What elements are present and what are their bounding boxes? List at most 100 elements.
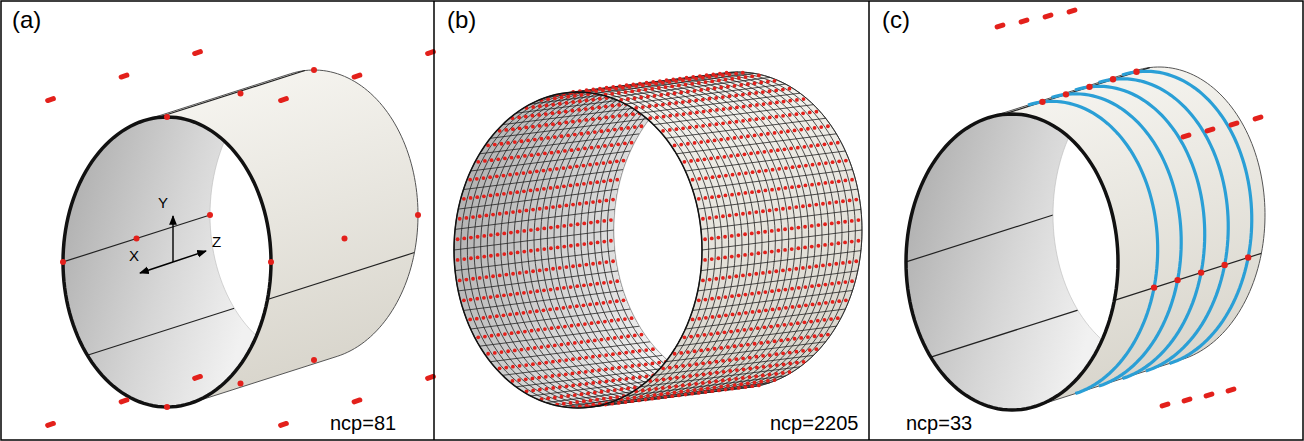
control-point — [795, 112, 799, 116]
control-point — [556, 225, 560, 229]
control-point — [560, 96, 564, 100]
control-point — [604, 260, 608, 264]
control-point — [582, 303, 586, 307]
control-point — [728, 94, 732, 98]
control-point — [531, 105, 535, 109]
control-point — [48, 99, 54, 101]
control-point — [618, 114, 622, 118]
control-point — [777, 187, 781, 191]
control-point — [1021, 20, 1027, 22]
control-point — [810, 284, 814, 288]
control-point — [469, 256, 473, 260]
control-point — [813, 126, 817, 130]
control-point — [776, 148, 780, 152]
control-point — [522, 250, 526, 254]
control-point — [342, 236, 348, 242]
control-point — [598, 97, 602, 101]
control-point — [513, 349, 517, 353]
control-point — [710, 389, 714, 393]
control-point — [754, 91, 758, 95]
control-point — [823, 142, 827, 146]
control-point — [748, 356, 752, 360]
control-point — [762, 102, 766, 106]
control-point — [791, 305, 795, 309]
control-point — [563, 325, 567, 329]
control-point — [711, 315, 715, 319]
control-point — [428, 52, 434, 54]
control-point — [704, 316, 708, 320]
control-point — [709, 157, 713, 161]
control-point — [564, 265, 568, 269]
control-point — [788, 370, 792, 374]
control-point — [743, 232, 747, 236]
control-point — [195, 52, 201, 54]
control-point — [668, 102, 672, 106]
control-point — [584, 107, 588, 111]
control-point — [754, 272, 758, 276]
control-point — [618, 378, 622, 382]
control-point — [681, 364, 685, 368]
control-point — [837, 281, 841, 285]
control-point — [737, 254, 741, 258]
control-point — [854, 198, 858, 202]
control-point — [553, 396, 557, 400]
control-point — [557, 110, 561, 114]
control-point — [668, 385, 672, 389]
control-point — [482, 194, 486, 198]
control-point — [571, 120, 575, 124]
count-label: ncp=2205 — [770, 412, 858, 435]
control-point — [743, 253, 747, 257]
mesh-line — [610, 77, 770, 97]
control-point — [584, 263, 588, 267]
control-point — [535, 309, 539, 313]
control-point — [489, 194, 493, 198]
control-point — [504, 211, 508, 215]
control-point — [723, 256, 727, 260]
control-point — [616, 142, 620, 146]
control-point — [482, 176, 486, 180]
control-point — [819, 334, 823, 338]
control-point — [1039, 99, 1045, 105]
control-point — [354, 400, 360, 402]
panel-divider — [868, 1, 870, 440]
control-point — [611, 104, 615, 108]
cylinder — [906, 10, 1265, 410]
control-point — [585, 382, 589, 386]
control-point — [775, 100, 779, 104]
control-point — [675, 127, 679, 131]
control-point — [724, 194, 728, 198]
control-point — [809, 144, 813, 148]
control-point — [748, 367, 752, 371]
control-point — [535, 169, 539, 173]
control-point — [564, 110, 568, 114]
control-point — [793, 129, 797, 133]
control-point — [806, 127, 810, 131]
control-point — [631, 112, 635, 116]
control-point — [781, 207, 785, 211]
control-point — [545, 387, 549, 391]
control-point — [595, 180, 599, 184]
control-point — [598, 261, 602, 265]
mesh-line — [471, 151, 631, 171]
control-point — [573, 393, 577, 397]
control-point — [569, 244, 573, 248]
control-point — [688, 126, 692, 130]
control-point — [748, 92, 752, 96]
control-point — [713, 347, 717, 351]
control-point — [594, 89, 598, 93]
control-point — [806, 335, 810, 339]
control-point — [681, 126, 685, 130]
control-point — [518, 126, 522, 130]
control-point — [784, 306, 788, 310]
control-point — [854, 259, 858, 263]
control-point — [496, 232, 500, 236]
control-point — [701, 217, 705, 221]
control-point — [730, 387, 734, 391]
control-point — [764, 308, 768, 312]
control-point — [823, 318, 827, 322]
control-point — [1110, 76, 1116, 82]
control-point — [571, 384, 575, 388]
control-point — [503, 332, 507, 336]
control-point — [701, 124, 705, 128]
